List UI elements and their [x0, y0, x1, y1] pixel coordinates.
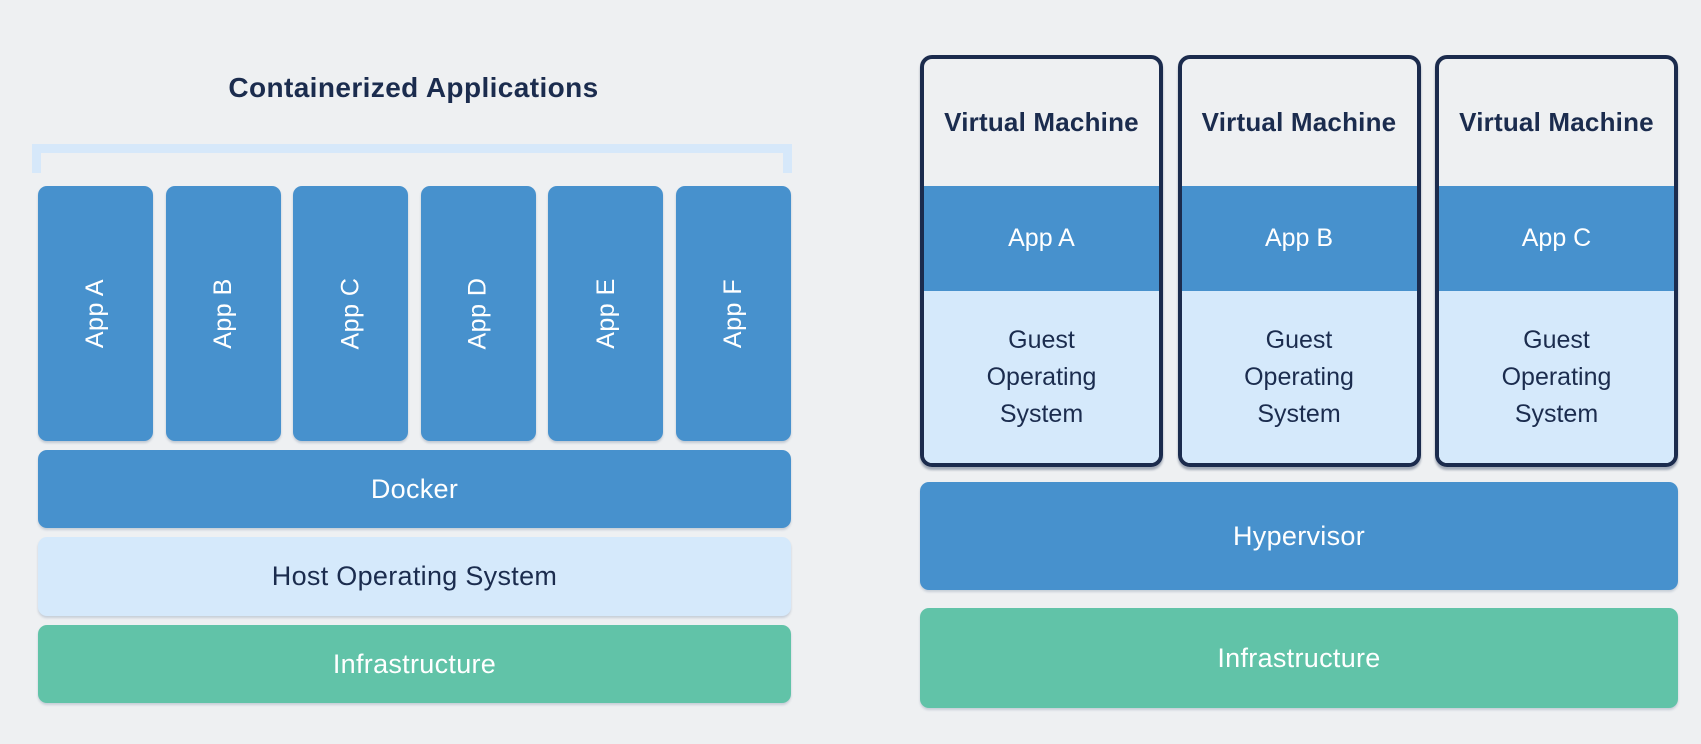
- vm-2-guest-os: Guest Operating System: [1181, 291, 1417, 463]
- container-app-f: App F: [675, 186, 791, 441]
- vm-2-app: App B: [1181, 186, 1417, 291]
- container-app-a-label: App A: [80, 278, 109, 349]
- vm-2-title: Virtual Machine: [1201, 107, 1397, 137]
- vm-3-guest-os: Guest Operating System: [1439, 291, 1674, 463]
- container-app-a: App A: [38, 186, 153, 441]
- containers-group-bracket: [32, 144, 792, 173]
- vm-box-3: Virtual Machine App C Guest Operating Sy…: [1435, 55, 1678, 467]
- vm-1-app: App A: [924, 186, 1159, 291]
- container-app-e-label: App E: [591, 278, 620, 349]
- container-app-c-label: App C: [336, 277, 365, 350]
- container-app-d: App D: [420, 186, 536, 441]
- vm-box-2: Virtual Machine App B Guest Operating Sy…: [1177, 55, 1421, 467]
- vm-3-title: Virtual Machine: [1459, 107, 1654, 137]
- infrastructure-layer-right: Infrastructure: [920, 608, 1678, 708]
- host-os-layer: Host Operating System: [38, 537, 791, 616]
- container-app-b: App B: [165, 186, 281, 441]
- container-app-b-label: App B: [208, 278, 237, 349]
- infrastructure-layer-left: Infrastructure: [38, 625, 791, 703]
- container-app-d-label: App D: [463, 277, 492, 350]
- vm-1-guest-os: Guest Operating System: [924, 291, 1159, 463]
- hypervisor-layer: Hypervisor: [920, 482, 1678, 590]
- container-app-e: App E: [548, 186, 664, 441]
- container-columns: App A App B App C App D App E App F: [38, 186, 791, 441]
- docker-layer: Docker: [38, 450, 791, 528]
- vm-3-app: App C: [1439, 186, 1674, 291]
- vm-1-title: Virtual Machine: [944, 107, 1139, 137]
- vm-boxes: Virtual Machine App A Guest Operating Sy…: [920, 55, 1678, 467]
- container-app-c: App C: [293, 186, 409, 441]
- vm-box-1: Virtual Machine App A Guest Operating Sy…: [920, 55, 1163, 467]
- containerized-apps-title: Containerized Applications: [228, 72, 599, 103]
- container-app-f-label: App F: [718, 278, 747, 349]
